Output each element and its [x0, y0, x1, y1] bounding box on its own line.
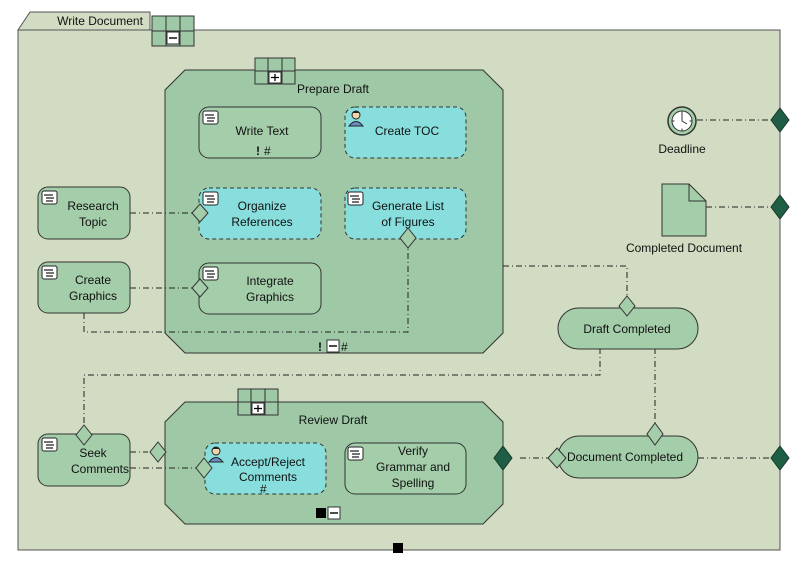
manual-task-icon: [202, 110, 219, 125]
task-research-topic[interactable]: Research Topic: [37, 186, 131, 240]
svg-text:of Figures: of Figures: [381, 215, 434, 229]
gateway-draft-completed: [618, 295, 636, 317]
svg-text:References: References: [231, 215, 292, 229]
svg-text:Deadline: Deadline: [658, 142, 706, 156]
gateway-generate-figures: [399, 227, 417, 249]
gateway-deadline-edge: [770, 107, 790, 133]
svg-text:Document Completed: Document Completed: [567, 450, 683, 464]
svg-text:Graphics: Graphics: [69, 289, 117, 303]
svg-text:!: !: [256, 144, 260, 158]
svg-text:!: !: [318, 340, 322, 354]
review-draft-label: Review Draft: [299, 413, 368, 427]
timer-icon: [672, 111, 692, 131]
svg-text:Create: Create: [75, 273, 111, 287]
svg-text:Spelling: Spelling: [392, 476, 435, 490]
manual-task-icon: [41, 437, 58, 452]
svg-text:Completed Document: Completed Document: [626, 241, 743, 255]
gateways-dark[interactable]: [493, 107, 790, 471]
manual-task-icon: [347, 191, 364, 206]
document-icon: [688, 184, 706, 202]
manual-task-icon: [347, 446, 364, 461]
review-bottom-markers: [316, 506, 341, 520]
svg-text:Comments: Comments: [71, 462, 129, 476]
gateway-organize-references: [191, 203, 209, 223]
svg-text:Topic: Topic: [79, 215, 107, 229]
svg-text:Research: Research: [67, 199, 118, 213]
prepare-bottom-markers: ! #: [318, 339, 348, 354]
task-accept-reject-comments[interactable]: Accept/Reject Comments #: [204, 442, 327, 496]
gateway-accept-reject: [195, 457, 213, 479]
task-seek-comments[interactable]: Seek Comments: [37, 433, 131, 487]
gateway-review-right: [493, 445, 513, 471]
gateway-document-completed-left: [547, 447, 567, 469]
review-expand-marker[interactable]: [237, 388, 279, 416]
svg-text:#: #: [341, 340, 348, 354]
connectors: [83, 119, 772, 469]
manual-task-icon: [41, 265, 58, 280]
gateways-light[interactable]: [75, 203, 664, 479]
svg-text:Grammar and: Grammar and: [376, 460, 450, 474]
frame-bottom-marker: [393, 543, 403, 553]
frame-collapse-marker[interactable]: [151, 15, 195, 47]
svg-text:Comments: Comments: [239, 470, 297, 484]
prepare-draft-label: Prepare Draft: [297, 82, 370, 96]
svg-text:Accept/Reject: Accept/Reject: [231, 455, 306, 469]
gateway-seek-comments-top: [75, 424, 93, 446]
svg-text:Integrate: Integrate: [246, 274, 294, 288]
frame-title: Write Document: [57, 14, 143, 28]
manual-task-icon: [202, 191, 219, 206]
svg-text:Draft Completed: Draft Completed: [583, 322, 670, 336]
svg-text:Seek: Seek: [79, 446, 107, 460]
gateway-completed-document-edge: [770, 194, 790, 220]
gateway-integrate-graphics: [191, 278, 209, 298]
svg-text:#: #: [264, 144, 271, 158]
task-generate-list-of-figures[interactable]: Generate List of Figures: [344, 187, 467, 240]
prepare-expand-marker[interactable]: [254, 57, 296, 85]
gateway-review-left: [149, 441, 167, 463]
task-organize-references[interactable]: Organize References: [198, 187, 322, 240]
event-deadline[interactable]: Deadline: [658, 106, 706, 156]
task-create-graphics[interactable]: Create Graphics: [37, 261, 131, 314]
svg-text:Generate List: Generate List: [372, 199, 445, 213]
task-verify-grammar[interactable]: Verify Grammar and Spelling: [344, 442, 467, 495]
svg-text:Verify: Verify: [398, 444, 428, 458]
gateway-document-completed-top: [646, 422, 664, 446]
task-create-toc[interactable]: Create TOC: [344, 106, 467, 159]
state-document-completed[interactable]: Document Completed: [557, 435, 699, 479]
artifact-completed-document[interactable]: Completed Document: [626, 183, 743, 255]
manual-task-icon: [41, 190, 58, 205]
svg-text:Graphics: Graphics: [246, 290, 294, 304]
task-write-text[interactable]: Write Text ! #: [198, 106, 322, 159]
gateway-document-completed-edge: [770, 445, 790, 471]
svg-text:Create TOC: Create TOC: [375, 124, 440, 138]
svg-text:#: #: [260, 482, 267, 496]
task-integrate-graphics[interactable]: Integrate Graphics: [198, 262, 322, 315]
manual-task-icon: [202, 266, 219, 281]
svg-text:Write Text: Write Text: [236, 124, 290, 138]
svg-text:Organize: Organize: [238, 199, 287, 213]
